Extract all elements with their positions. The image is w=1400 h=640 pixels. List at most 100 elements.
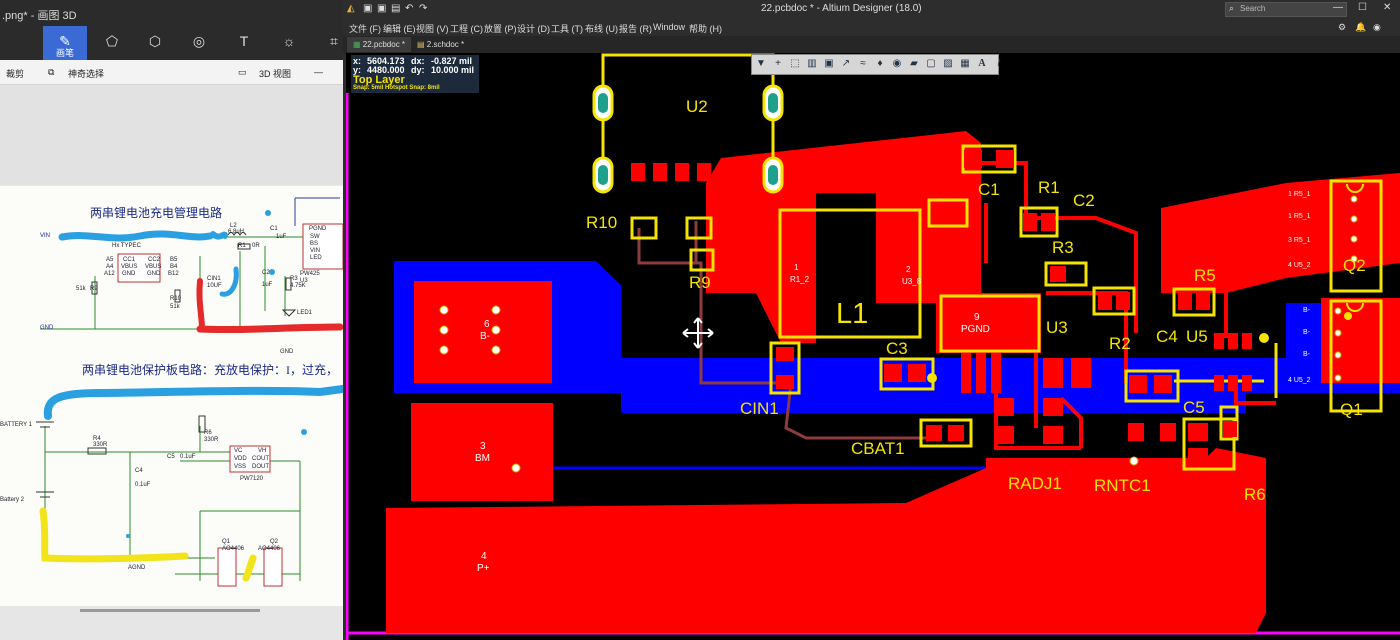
menu-design[interactable]: 设计 (D) [517, 24, 550, 34]
filter-icon[interactable]: ▼ [756, 58, 766, 69]
r1-value: 0R [252, 243, 260, 249]
save-all-icon[interactable]: ▣ [377, 3, 387, 14]
shapes2d-tool[interactable]: ⬠ [90, 26, 134, 60]
designator-rntc1[interactable]: RNTC1 [1094, 476, 1151, 495]
designator-radj1[interactable]: RADJ1 [1008, 474, 1062, 493]
designator-r9[interactable]: R9 [689, 273, 711, 292]
menu-tools[interactable]: 工具 (T) [551, 24, 583, 34]
designator-r6[interactable]: R6 [1244, 485, 1266, 504]
designator-r5[interactable]: R5 [1194, 266, 1216, 285]
snap-info: Snap: 5mil Hotspot Snap: 8mil [353, 85, 440, 91]
magic-select-button[interactable]: 神奇选择 [68, 69, 105, 79]
menu-edit[interactable]: 编辑 (E) [383, 24, 416, 34]
undo-icon[interactable]: ↶ [405, 3, 414, 14]
component-icon[interactable]: ▣ [824, 58, 834, 69]
designator-c2[interactable]: C2 [1073, 191, 1095, 210]
redo-icon[interactable]: ↷ [419, 3, 428, 14]
dimension-icon[interactable]: ▦ [960, 58, 970, 69]
bs-pin-label: BS [310, 241, 319, 247]
designator-c5[interactable]: C5 [1183, 398, 1205, 417]
menu-help[interactable]: 帮助 (H) [689, 24, 722, 34]
pcb-editor-canvas[interactable]: x: 5604.173 dx: -0.827 mil y: 4480.000 d… [346, 53, 1400, 640]
tab-pcbdoc[interactable]: ▦ 22.pcbdoc * [347, 37, 412, 52]
text-place-icon[interactable]: A [978, 58, 986, 69]
menu-reports[interactable]: 报告 (R) [619, 24, 652, 34]
diff-pair-icon[interactable]: ≈ [860, 58, 866, 69]
keepout-icon[interactable]: ▨ [943, 58, 953, 69]
crop-button[interactable]: 裁剪 [6, 69, 25, 79]
designator-c3[interactable]: C3 [886, 339, 908, 358]
r6-value: 330R [204, 437, 219, 443]
paint-scrollbar[interactable] [0, 606, 343, 640]
cube-icon: ⬡ [148, 33, 162, 49]
designator-r3[interactable]: R3 [1052, 238, 1074, 257]
charge-circuit-title: 两串锂电池充电管理电路 [90, 206, 223, 220]
fill-icon[interactable]: ▰ [910, 58, 918, 69]
designator-l1[interactable]: L1 [836, 298, 869, 330]
select-rect-icon[interactable]: ⬚ [790, 58, 800, 69]
altium-title-bar: ◭ ▣ ▣ ▤ ↶ ↷ 22.pcbdoc * - Altium Designe… [343, 0, 1400, 18]
maximize-button[interactable]: ☐ [1358, 2, 1367, 13]
cout-pin-label: COUT [252, 456, 269, 462]
a5-pin-label: A5 [106, 257, 114, 263]
y-label: y: [353, 65, 362, 75]
sw-pin-label: SW [310, 234, 320, 240]
designator-c4[interactable]: C4 [1156, 327, 1178, 346]
designator-c1[interactable]: C1 [978, 180, 1000, 199]
menu-view[interactable]: 视图 (V) [416, 24, 449, 34]
gnd-net-label: GND [40, 325, 54, 331]
r6-designator: R6 [204, 430, 212, 436]
route-icon[interactable]: ↗ [841, 58, 851, 69]
crop-tool[interactable]: ⌗ [312, 26, 343, 60]
align-icon[interactable]: ▥ [807, 58, 817, 69]
tab-schdoc[interactable]: ▤ 2.schdoc * [411, 37, 470, 52]
menu-route[interactable]: 布线 (U) [585, 24, 618, 34]
designator-r10[interactable]: R10 [586, 213, 618, 232]
text-tool[interactable]: T [222, 26, 266, 60]
designator-r1[interactable]: R1 [1038, 178, 1060, 197]
sticker-tool[interactable]: ◎ [177, 26, 221, 60]
close-button[interactable]: ✕ [1383, 2, 1392, 13]
pin-icon[interactable]: ♦ [877, 58, 883, 69]
designator-r2[interactable]: R2 [1109, 334, 1131, 353]
pad-4-number: 4 [481, 551, 487, 562]
save-icon[interactable]: ▣ [363, 3, 373, 14]
designator-u2[interactable]: U2 [686, 97, 708, 116]
l1-pad-1-number: 1 [794, 263, 799, 272]
line-icon[interactable]: / [997, 58, 1001, 69]
designator-q2[interactable]: Q2 [1343, 256, 1366, 275]
r3-value: 4.75K [290, 283, 306, 289]
scroll-thumb[interactable] [80, 609, 260, 612]
designator-cin1[interactable]: CIN1 [740, 399, 779, 418]
altium-window: ◭ ▣ ▣ ▤ ↶ ↷ 22.pcbdoc * - Altium Designe… [343, 0, 1400, 640]
minimize-button[interactable]: — [1333, 2, 1343, 13]
menu-place[interactable]: 放置 (P) [484, 24, 517, 34]
3d-view-button[interactable]: 3D 视图 [259, 69, 292, 79]
open-icon[interactable]: ▤ [391, 3, 401, 14]
menu-file[interactable]: 文件 (F) [349, 24, 381, 34]
designator-cbat1[interactable]: CBAT1 [851, 439, 905, 458]
pcb-board-drawing[interactable] [346, 53, 1400, 640]
pad-icon[interactable]: ◉ [892, 58, 902, 69]
menu-project[interactable]: 工程 (C) [450, 24, 483, 34]
zoom-minus-button[interactable]: — [314, 67, 323, 77]
q2-pad-3-net: 3 R5_1 [1288, 237, 1311, 244]
pad-4-net: P+ [477, 563, 490, 574]
shapes3d-tool[interactable]: ⬡ [133, 26, 177, 60]
r4-value: 330R [93, 442, 108, 448]
designator-u5[interactable]: U5 [1186, 327, 1208, 346]
settings-gear-icon[interactable]: ⚙ [1338, 22, 1347, 32]
effects-tool[interactable]: ☼ [267, 26, 311, 60]
designator-u3[interactable]: U3 [1046, 318, 1068, 337]
notifications-icon[interactable]: 🔔 [1355, 22, 1367, 32]
dx-label: dx: [411, 56, 425, 66]
account-icon[interactable]: ◉ [1373, 22, 1381, 32]
paint-window-title: .png* - 画图 3D [2, 10, 77, 22]
dy-value: 10.000 mil [431, 65, 475, 75]
polygon-icon[interactable]: ▢ [926, 58, 936, 69]
brush-tool[interactable]: ✎ 画笔 [43, 26, 87, 60]
menu-window[interactable]: Window [653, 22, 686, 32]
crosshair-icon[interactable]: + [775, 58, 781, 69]
search-box[interactable]: ⌕ Search [1225, 2, 1347, 17]
designator-q1[interactable]: Q1 [1340, 400, 1363, 419]
